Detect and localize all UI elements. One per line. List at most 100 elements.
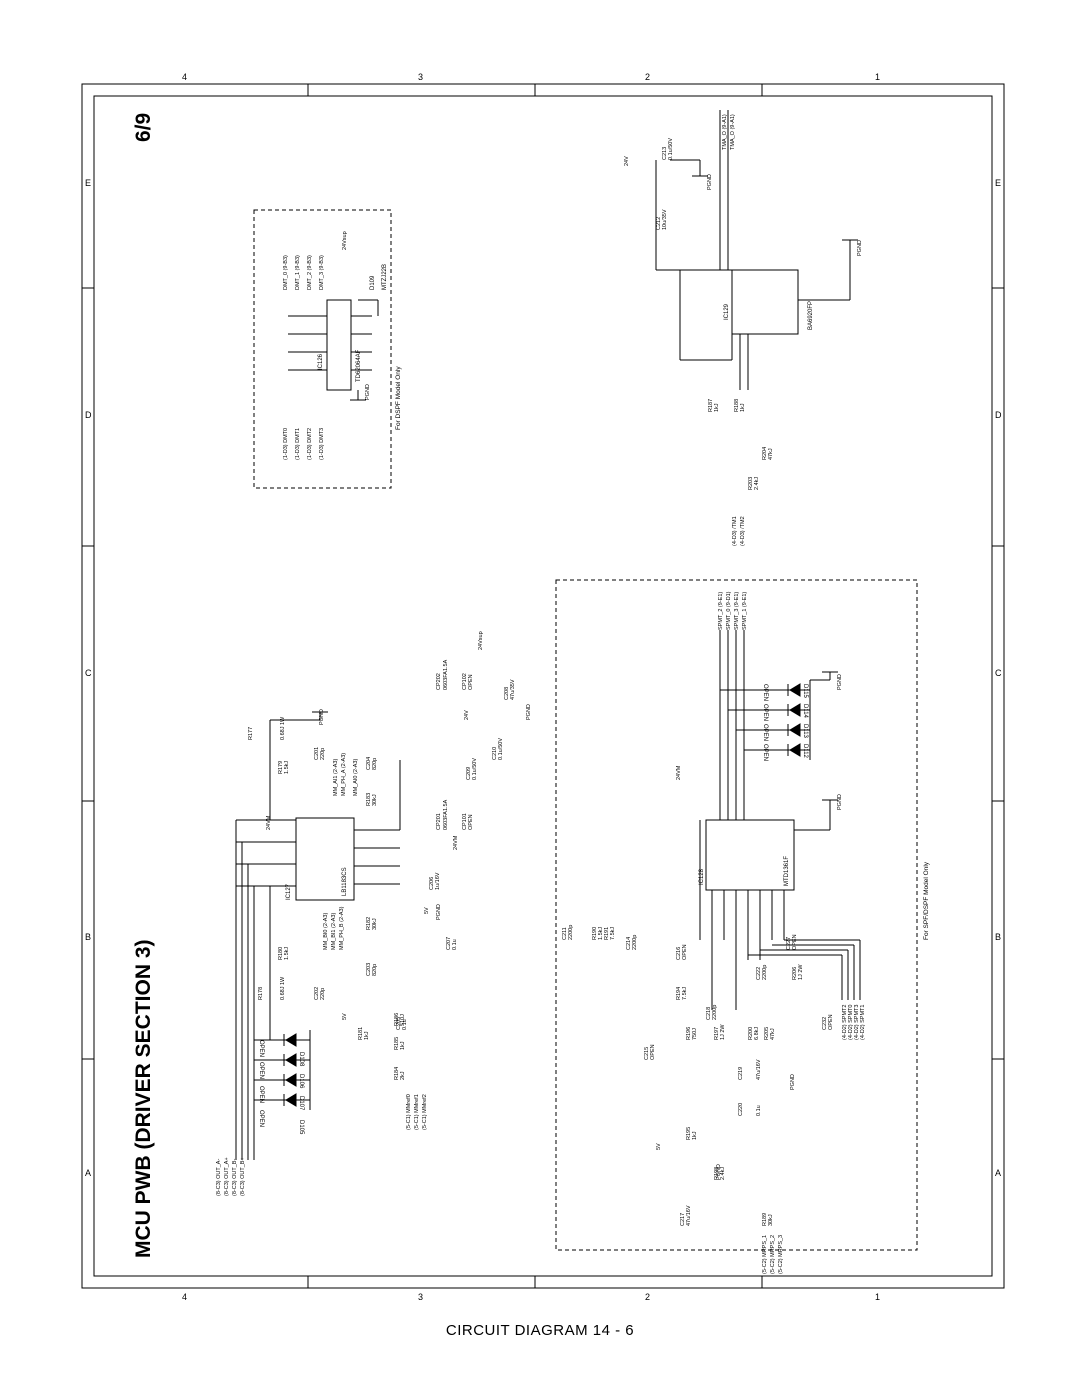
diode-ref: D115 [802,684,808,699]
net-label: (1-D3) DMT1 [295,428,301,460]
net-label: DMT_1 (9-B3) [295,255,301,290]
res-label: R186 [394,1013,400,1026]
res-label: R184 [394,1067,400,1080]
net-label: 5V [424,907,430,914]
cap-label: OPEN [682,944,688,960]
net-label: (1-D3) DMT0 [283,428,289,460]
ic127-body [295,817,355,901]
res-label: R180 [278,947,284,960]
net-label: PGND [526,704,532,720]
cap-label: C206 [429,877,435,890]
diode-value: OPEN [258,1062,264,1079]
net-label: DMT_0 (9-B3) [283,255,289,290]
res-label: 1kJ [714,403,720,412]
diode-ref: D114 [802,704,808,719]
spf-note: For SPF/DSPF Model Only [923,861,930,940]
diode-ref: D105 [298,1120,304,1135]
grid-col-label: D [995,410,1002,420]
fuse-value: 0603FA1.5A [443,799,449,830]
cap-label: 0.1u/50V [668,138,674,160]
cap-label: C210 [492,747,498,760]
res-label: 30kJ [768,1214,774,1226]
res-label: R198 [714,1167,720,1180]
grid-col-label: C [995,668,1002,678]
net-label: DMT_3 (9-B3) [319,255,325,290]
res-label: R181 [358,1027,364,1040]
cap-label: 820p [372,758,378,770]
res-label: 1J 2W [720,1024,726,1040]
net-label: (4-D2) SPMT0 [848,1005,854,1040]
grid-col-label: E [995,178,1001,188]
res-label: R206 [792,967,798,980]
ic129-ref: IC129 [724,303,730,320]
cap-label: 0.1u [756,1105,762,1116]
testpoint-ref: CP102 [462,673,468,690]
net-label: SPMT_1 (9-E1) [742,592,748,630]
res-label: R205 [764,1027,770,1040]
net-label: (8-C3) OUT_B+ [240,1157,246,1196]
grid-row-label: 3 [418,72,423,82]
net-label: (4-D2) SPMT2 [842,1005,848,1040]
grid-col-label: A [85,1168,91,1178]
res-label: 47kJ [770,1028,776,1040]
diode-value: OPEN [258,1040,264,1057]
ic129-part: BA6920FP [808,301,814,330]
net-label: SPMT_0 (9-D1) [726,591,732,630]
dspf-note: For DSPF Model Only [395,366,402,430]
ic128-body [705,819,795,891]
net-label: PGND [857,240,863,256]
d109-part: MTZJ22B [382,264,388,290]
res-label: 1kJ [740,403,746,412]
res-label: R197 [714,1027,720,1040]
testpoint-ref: CP101 [462,813,468,830]
footer-caption: CIRCUIT DIAGRAM 14 - 6 [445,1322,635,1339]
testpoint-value: OPEN [468,674,474,690]
fuse-ref: CP202 [436,673,442,690]
net-label: 24Vsup [342,231,348,250]
cap-label: OPEN [650,1044,656,1060]
net-label: PGND [707,174,713,190]
grid-row-label: 2 [645,72,650,82]
cap-label: C211 [562,927,568,940]
net-label: 24Vsup [478,631,484,650]
net-label: MM_BI1 (2-A3) [331,913,337,950]
net-label: (5-C2) MRPS_2 [770,1235,776,1274]
cap-label: 2200p [712,1005,718,1020]
res-label: 30kJ [372,794,378,806]
res-label: 1.5kJ [284,947,290,960]
ic126-body [326,299,352,391]
net-label: DMT_2 (9-B3) [307,255,313,290]
net-label: 5V [656,1143,662,1150]
cap-label: 820p [372,964,378,976]
net-label: PGND [365,384,371,400]
grid-lines [82,84,1004,1288]
net-label: (5-C2) MRPS_1 [762,1235,768,1274]
res-label: R183 [366,793,372,806]
res-label: R182 [366,917,372,930]
cap-label: C204 [366,757,372,770]
ic127-part: LB1183CS [342,867,348,896]
cap-label: 0.1u/50V [472,758,478,780]
page-title: MCU PWB (DRIVER SECTION 3) [132,939,155,1258]
ic128-wiring [699,630,861,1010]
cap-label: 220p [320,988,326,1000]
cap-label: C205 [396,1017,402,1030]
spf-block [555,579,918,1251]
grid-row-label: 4 [182,72,187,82]
net-label: PGND [436,904,442,920]
ic126-part: TD62064AF [356,349,362,382]
res-label: 0.68J 1W [280,976,286,1000]
res-label: 1kJ [692,1131,698,1140]
res-label: 510J [400,1014,406,1026]
ic129-body [731,269,799,335]
grid-col-label: D [85,410,92,420]
cap-label: C212 [656,217,662,230]
fuse-value: 0603FA1.5A [443,659,449,690]
cap-label: C213 [662,147,668,160]
cap-label: C216 [676,947,682,960]
grid-col-label: A [995,1168,1001,1178]
net-label: TMA_O (9-A1) [730,114,736,150]
res-label: 7.5kJ [682,987,688,1000]
net-label: 24VM [453,835,459,850]
